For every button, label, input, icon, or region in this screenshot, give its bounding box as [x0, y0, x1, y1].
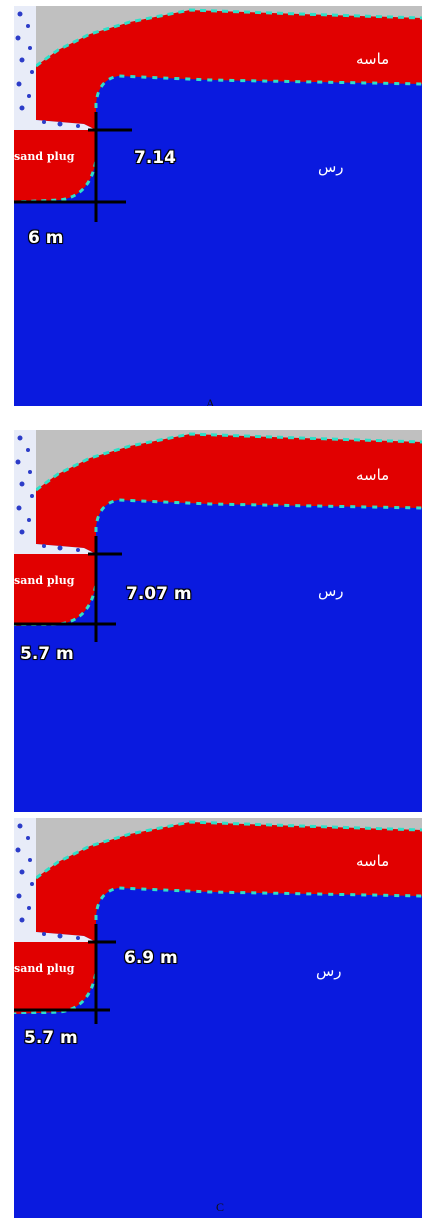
sand-layer-label: ماسه — [356, 50, 390, 68]
plug-width-label: 5.7 m — [20, 644, 74, 664]
panel-caption: A — [206, 396, 215, 406]
sand-layer-label: ماسه — [356, 852, 390, 870]
sand-layer-label: ماسه — [356, 466, 390, 484]
sand-plug-label: sand plug — [14, 150, 75, 163]
panel-c: sand plug 6.9 m 5.7 m ماسه رس C — [0, 812, 422, 1218]
sand-plug-label: sand plug — [14, 962, 75, 975]
panel-b: sand plug 7.07 m 5.7 m ماسه رس B — [0, 424, 422, 830]
plug-height-label: 7.07 m — [126, 584, 192, 604]
simulation-image-c — [0, 812, 422, 1218]
plug-width-label: 5.7 m — [24, 1028, 78, 1048]
clay-layer-label: رس — [316, 962, 342, 980]
plug-height-label: 6.9 m — [124, 948, 178, 968]
sand-plug-label: sand plug — [14, 574, 75, 587]
simulation-image-a — [0, 0, 422, 406]
clay-layer-label: رس — [318, 582, 344, 600]
plug-height-label: 7.14 — [134, 148, 176, 168]
panel-a: sand plug 7.14 6 m ماسه رس A — [0, 0, 422, 406]
clay-layer-label: رس — [318, 158, 344, 176]
panel-caption: C — [216, 1200, 225, 1214]
plug-width-label: 6 m — [28, 228, 64, 248]
simulation-image-b — [0, 424, 422, 830]
